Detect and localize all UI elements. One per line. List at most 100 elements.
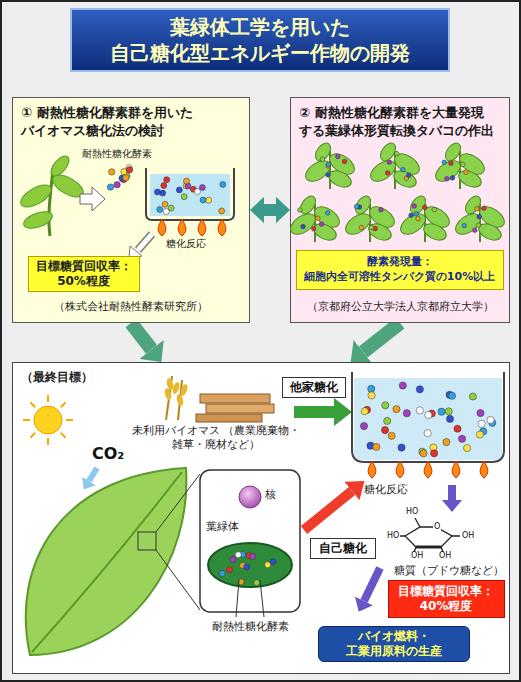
drawing-part [329, 151, 331, 189]
enzyme-dot [399, 381, 406, 388]
enzyme-dot [239, 551, 245, 557]
drawing-part [456, 167, 484, 190]
enzyme-dot [108, 168, 114, 174]
drawing-part [459, 151, 461, 189]
enzyme-dot [469, 392, 476, 399]
plant-leaf [47, 152, 72, 178]
drawing-part [451, 209, 483, 238]
enzyme-dot [326, 162, 331, 167]
enzyme-dot [107, 183, 113, 189]
tobacco-plant [431, 140, 487, 190]
enzyme-dot [441, 160, 446, 165]
enzyme-dot [118, 174, 124, 180]
magnify-box [138, 532, 156, 550]
connector-arrow [363, 323, 400, 352]
plant-leaf [21, 208, 54, 231]
target-text: 酵素発現量： 細胞内全可溶性タンパク質の10%以上 [302, 255, 498, 284]
enzyme-dot [461, 223, 466, 228]
enzyme-dot [444, 176, 449, 181]
enzyme-dot [446, 391, 453, 398]
drawing-part [365, 202, 397, 231]
enzyme-dot [474, 206, 479, 211]
enzyme-dot [183, 182, 189, 188]
enzyme-dot [416, 385, 423, 392]
enzyme-dot [159, 190, 165, 196]
enzyme-dot [424, 411, 431, 418]
enzyme-dot [120, 168, 126, 174]
drawing-part [391, 167, 419, 190]
nucleus [239, 486, 261, 508]
enzyme-dot [156, 206, 162, 212]
part-label: 耐熱性糖化酵素 [200, 620, 300, 633]
leaf [25, 468, 186, 655]
enzyme-dot [235, 551, 241, 557]
drawing-part [416, 545, 441, 548]
enzyme-dot [199, 184, 205, 190]
enzyme-dot [387, 159, 392, 164]
enzyme-dot [479, 427, 486, 434]
atom-label: HO [405, 508, 419, 516]
drawing-part [369, 204, 371, 242]
study-panel: ② 耐熱性糖化酵素群を大量発現 する葉緑体形質転換タバコの作出（京都府公立大学法… [290, 97, 510, 323]
enzyme-dot [381, 401, 388, 408]
enzyme-dot [442, 438, 449, 445]
reaction-liquid [150, 174, 230, 216]
enzyme-dot [408, 212, 413, 217]
leaf-vein [32, 472, 182, 652]
enzyme-dot [238, 578, 244, 584]
drawing-part [352, 193, 373, 216]
drawing-part [442, 140, 463, 163]
enzyme-dot [249, 553, 255, 559]
enzyme-dot [478, 420, 485, 427]
flame [452, 461, 460, 478]
enzyme-dot [448, 392, 455, 399]
tobacco-plant [341, 193, 397, 243]
wheat [163, 376, 188, 420]
enzyme-dot [325, 210, 330, 215]
tobacco-plant [286, 193, 342, 243]
enzyme-dot [450, 175, 455, 180]
enzyme-dot [243, 564, 249, 570]
process-label: 自己糖化 [319, 540, 367, 557]
enzyme-dot [218, 207, 224, 213]
part-label: 糖化反応 [166, 238, 206, 250]
drawing-part [390, 149, 422, 178]
enzyme-dot [269, 558, 275, 564]
enzyme-dot [315, 215, 320, 220]
enzyme-dot [428, 409, 435, 416]
enzyme-dot [366, 442, 373, 449]
enzyme-dot [463, 444, 470, 451]
part-label: 耐熱性糖化酵素 [82, 148, 152, 159]
drawing-part [476, 220, 504, 243]
enzyme-dot [422, 205, 427, 210]
output-box: バイオ燃料・ 工業用原料の生産 [318, 626, 470, 662]
flames [158, 219, 226, 236]
enzyme-dot [460, 162, 465, 167]
drawing-part [179, 383, 189, 396]
drawing-part [200, 394, 270, 403]
flame [218, 219, 226, 236]
drawing-part [206, 404, 274, 413]
drawing-part [475, 202, 507, 231]
part-label: 未利用バイオマス （農業廃棄物・雑草・廃材など） [130, 424, 302, 452]
enzyme-dot [385, 170, 390, 175]
enzyme-dot [372, 226, 377, 231]
flame [198, 219, 206, 236]
target-box: 目標糖質回収率： 40%程度 [388, 580, 505, 618]
tobacco-plant [396, 193, 452, 243]
enzyme-dot [320, 156, 325, 161]
drawing-part [405, 527, 452, 547]
drawing-part [396, 209, 428, 238]
enzyme-dot [400, 167, 405, 172]
reaction-vessel [146, 168, 234, 220]
output-text: バイオ燃料・ 工業用原料の生産 [324, 629, 464, 659]
enzyme-dot [414, 211, 419, 216]
enzyme-dot [120, 176, 126, 182]
enzyme-dot [431, 207, 436, 212]
sugar-arrow [448, 485, 456, 500]
enzyme-dot [342, 159, 347, 164]
drawing-part [326, 167, 354, 190]
enzyme-dot [476, 409, 483, 416]
enzyme-dot [354, 204, 359, 209]
